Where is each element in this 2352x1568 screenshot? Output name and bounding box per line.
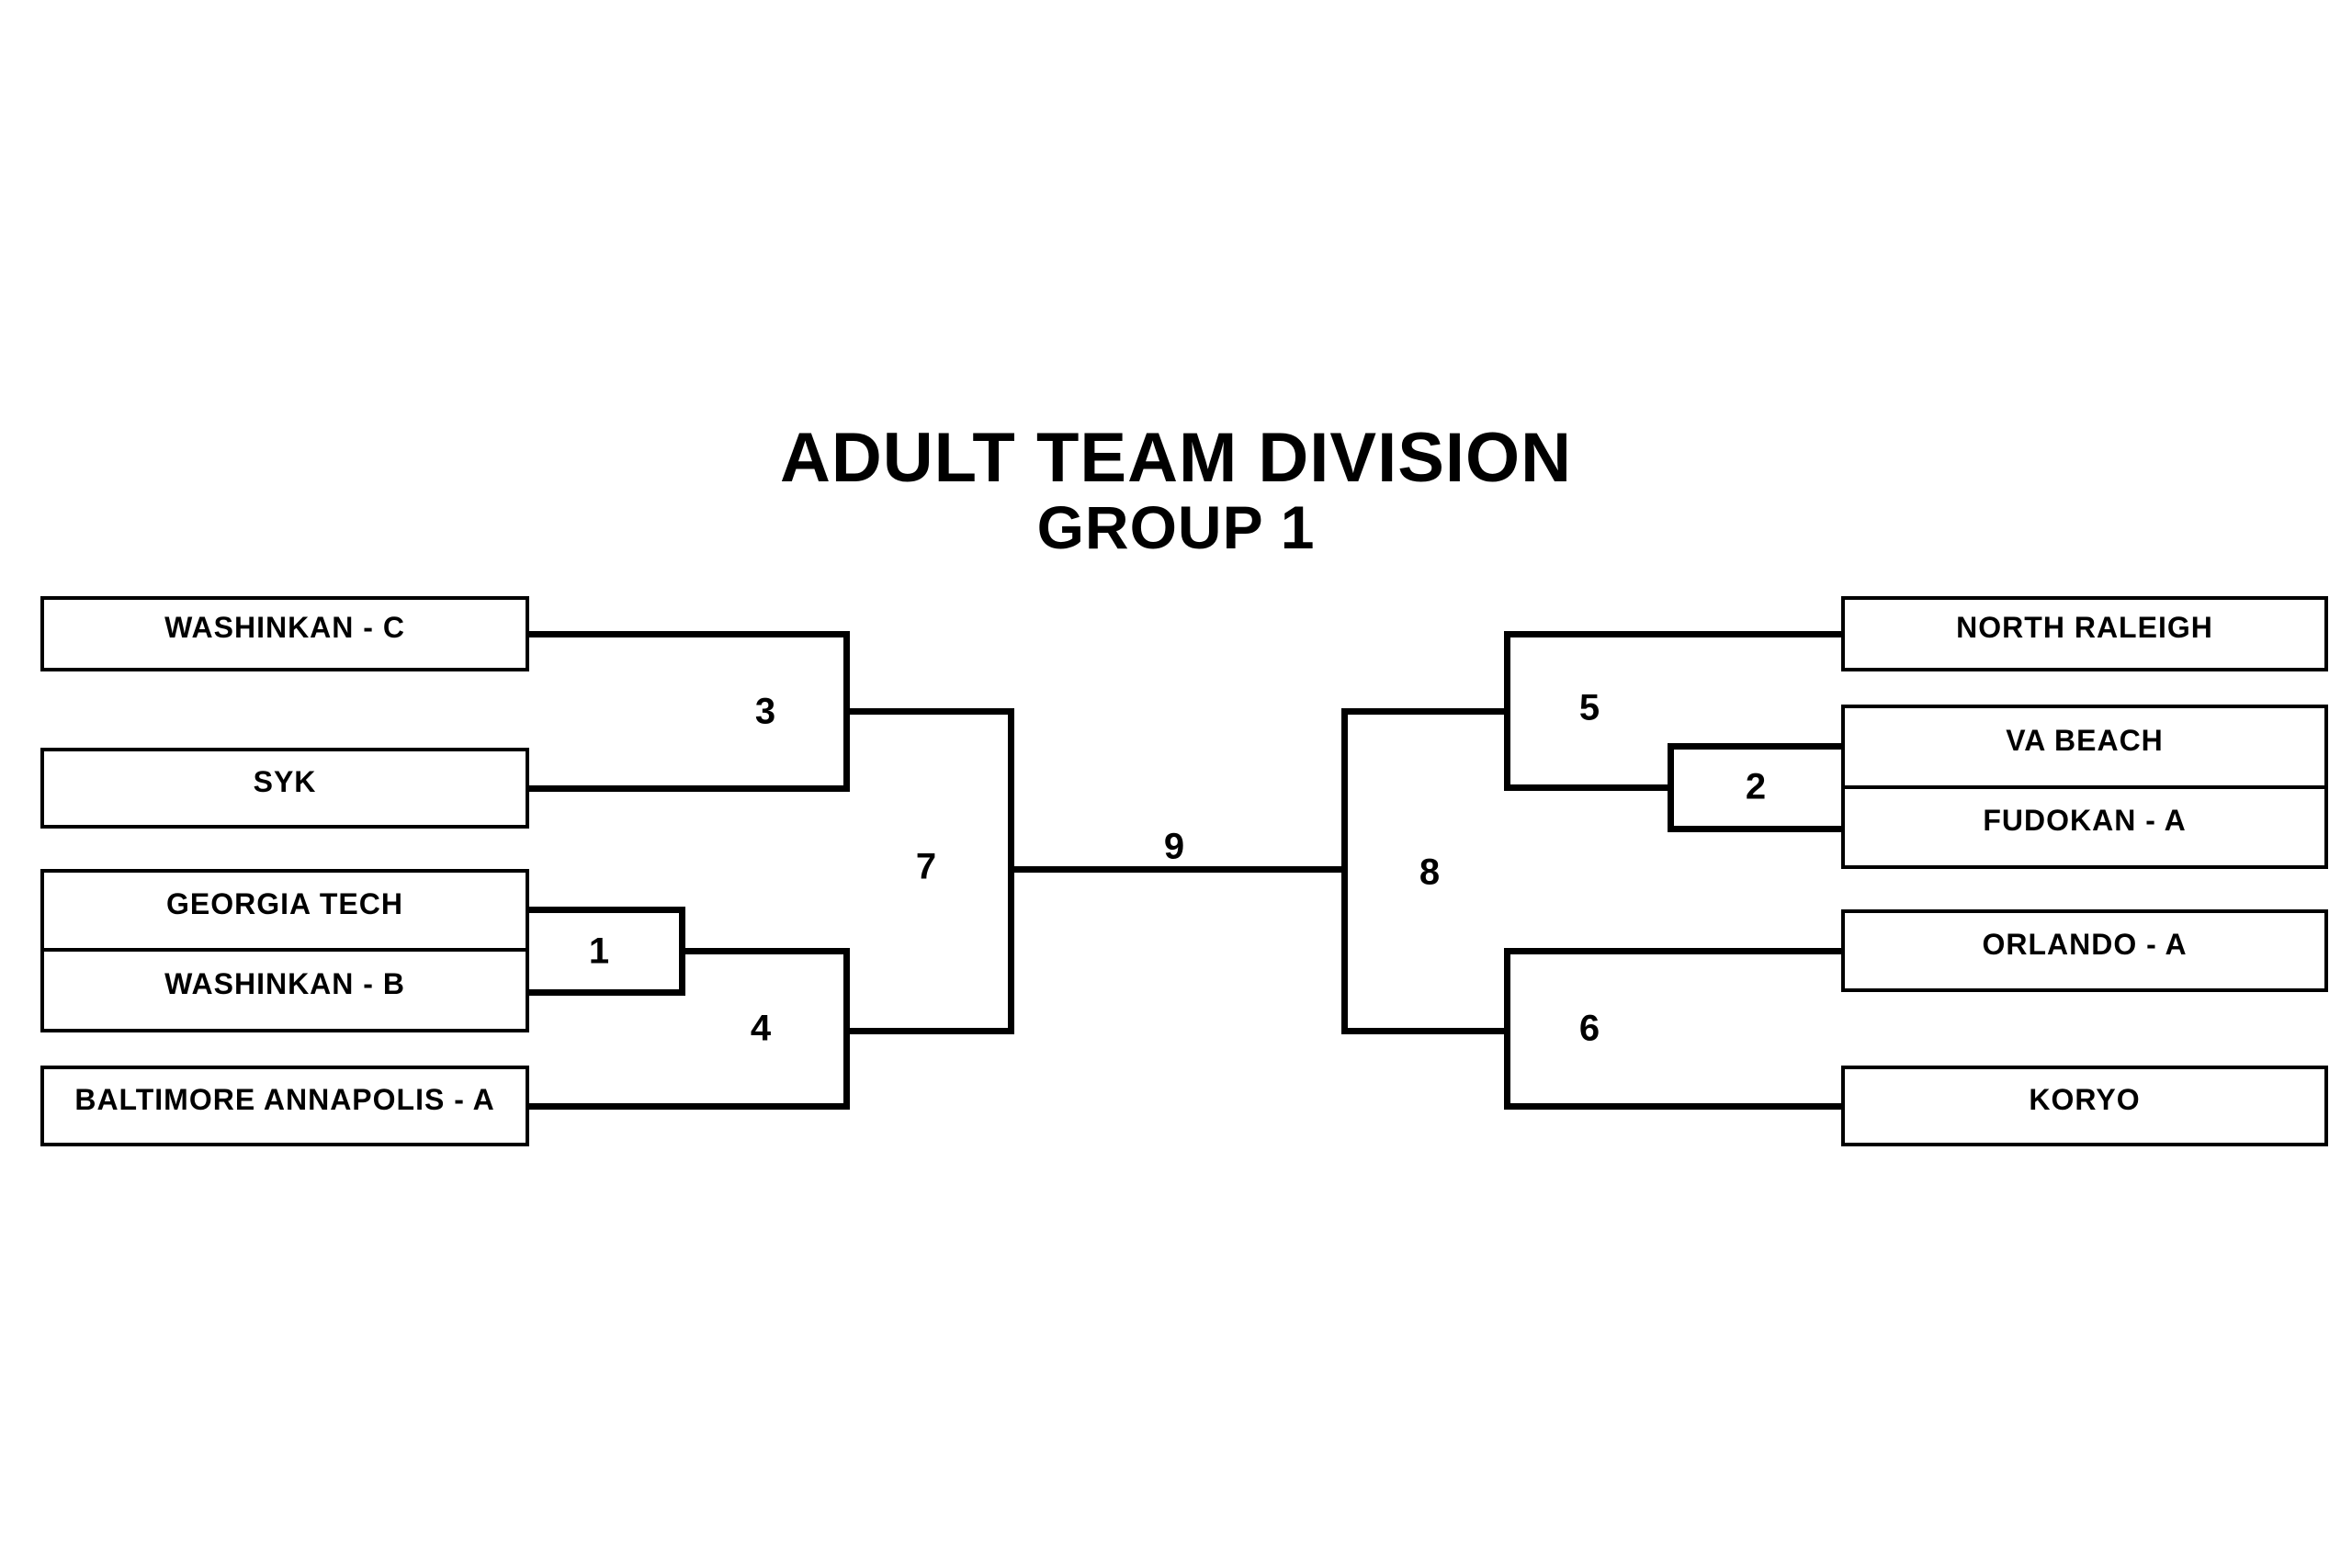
team-box-washinkan-c: WASHINKAN - C — [40, 596, 529, 671]
team-name: WASHINKAN - C — [164, 610, 405, 644]
match8-vertical — [1341, 708, 1348, 1033]
match5-line-north-raleigh — [1504, 631, 1845, 637]
match5-winner-line — [1341, 708, 1510, 715]
match4-winner-line — [843, 1028, 1014, 1034]
match2-line-va-beach — [1668, 743, 1845, 750]
match-number-5: 5 — [1578, 687, 1600, 728]
team-box-syk: SYK — [40, 748, 529, 829]
team-name: KORYO — [2029, 1082, 2141, 1116]
team-name: GEORGIA TECH — [166, 886, 403, 920]
match6-line-orlando-a — [1504, 948, 1845, 954]
match-number-3: 3 — [754, 691, 776, 732]
team-box-georgia-tech: GEORGIA TECH — [40, 869, 529, 952]
team-box-north-raleigh: NORTH RALEIGH — [1841, 596, 2328, 671]
team-name: ORLANDO - A — [1982, 927, 2188, 961]
team-box-orlando-a: ORLANDO - A — [1841, 909, 2328, 992]
team-name: FUDOKAN - A — [1983, 804, 2187, 837]
match6-line-koryo — [1504, 1103, 1845, 1110]
group-subtitle: GROUP 1 — [1036, 493, 1316, 561]
team-name: BALTIMORE ANNAPOLIS - A — [74, 1082, 495, 1116]
match6-winner-line — [1341, 1028, 1510, 1034]
match3-line-syk — [526, 785, 850, 792]
match-number-2: 2 — [1745, 766, 1767, 807]
team-box-fudokan-a: FUDOKAN - A — [1841, 785, 2328, 869]
team-box-koryo: KORYO — [1841, 1066, 2328, 1146]
page-title: ADULT TEAM DIVISION — [779, 419, 1572, 497]
match-number-6: 6 — [1578, 1008, 1600, 1049]
team-name: VA BEACH — [2006, 723, 2164, 757]
team-name: WASHINKAN - B — [164, 966, 405, 1000]
team-box-va-beach: VA BEACH — [1841, 705, 2328, 789]
match-number-1: 1 — [588, 931, 610, 972]
match-number-9: 9 — [1163, 826, 1185, 867]
team-name: NORTH RALEIGH — [1956, 610, 2213, 644]
team-box-baltimore-annapolis-a: BALTIMORE ANNAPOLIS - A — [40, 1066, 529, 1146]
match-number-4: 4 — [750, 1008, 772, 1049]
match1-line-washinkan-b — [526, 989, 685, 996]
match1-winner-line — [679, 948, 850, 954]
match1-line-georgia-tech — [526, 907, 685, 913]
match4-line-baltimore — [526, 1103, 850, 1110]
match3-winner-line — [843, 708, 1014, 715]
match3-line-washinkan-c — [526, 631, 850, 637]
team-name: SYK — [253, 764, 317, 798]
team-box-washinkan-b: WASHINKAN - B — [40, 948, 529, 1032]
match2-winner-line — [1504, 784, 1674, 791]
match-number-7: 7 — [915, 846, 937, 887]
match9-final-line — [1008, 866, 1348, 873]
match-number-8: 8 — [1419, 852, 1441, 893]
match2-line-fudokan-a — [1668, 826, 1845, 832]
